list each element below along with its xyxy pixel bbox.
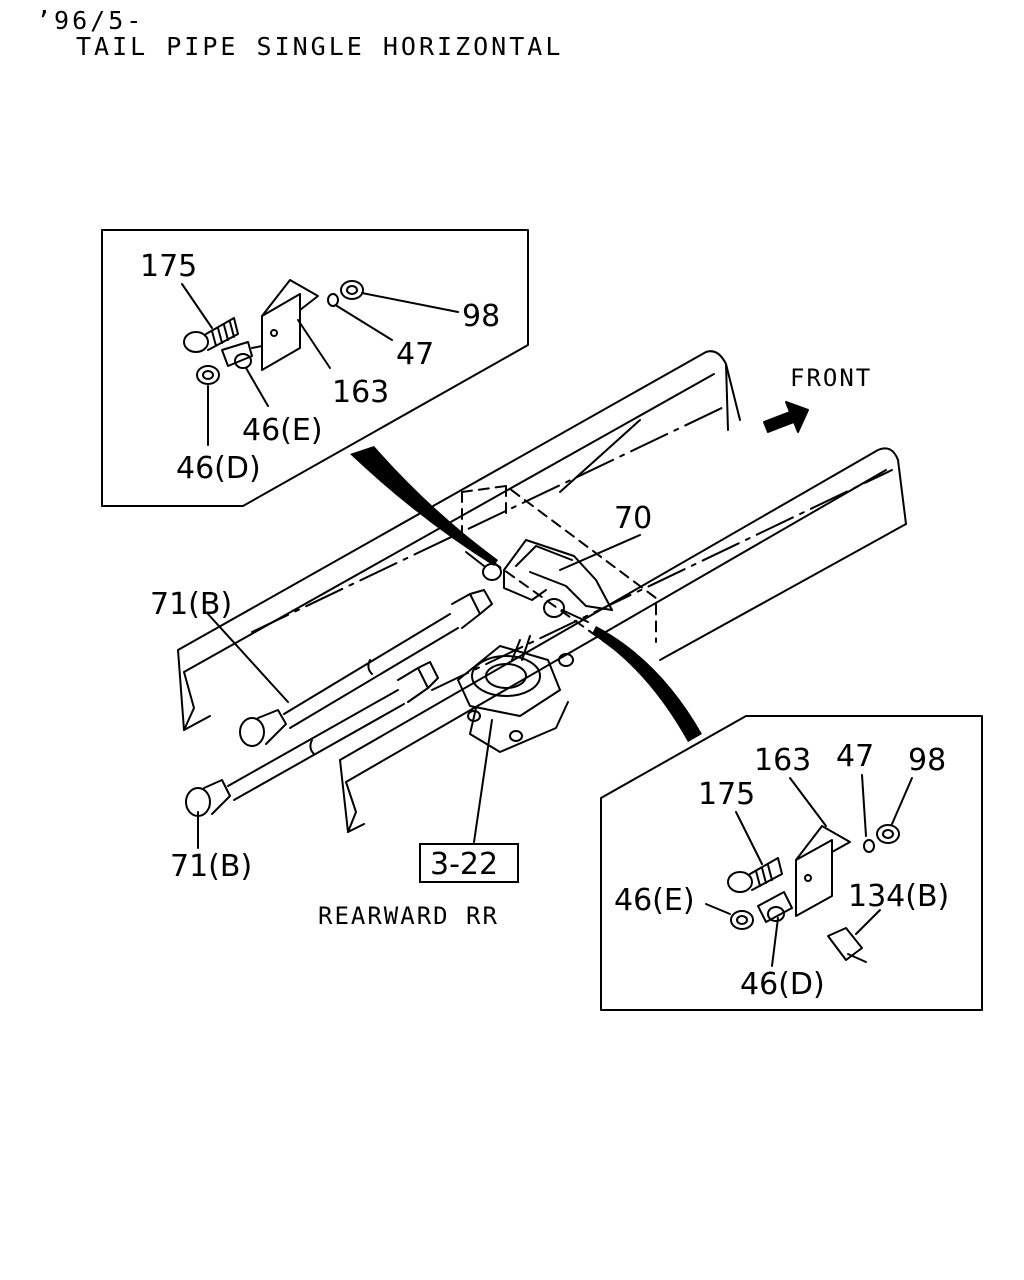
- hose-71b-upper: [239, 589, 493, 747]
- fitting-46e-lower: [730, 910, 754, 930]
- label-47-lower: 47: [836, 739, 874, 774]
- bracket-70: [465, 539, 613, 623]
- bolt-175-lower: [727, 857, 783, 893]
- callout-band-lower: [592, 626, 702, 742]
- label-46d-upper: 46(D): [176, 451, 261, 486]
- bolt-175-upper: [183, 317, 239, 353]
- crossmember-line: [559, 419, 641, 493]
- label-front: FRONT: [790, 364, 872, 392]
- washer-47-upper: [327, 293, 339, 307]
- inset-box-upper: [101, 229, 529, 507]
- label-46e-lower: 46(E): [614, 883, 695, 918]
- fitting-46d-lower: [757, 891, 793, 923]
- front-arrow-icon: [763, 401, 809, 433]
- label-71b-upper: 71(B): [150, 587, 232, 622]
- bracket-163-upper: [261, 279, 319, 371]
- label-175-upper: 175: [140, 249, 197, 284]
- fitting-46d-upper: [196, 365, 220, 385]
- label-71b-lower: 71(B): [170, 849, 252, 884]
- leaders-lower: [705, 774, 913, 967]
- nut-98-lower: [876, 824, 900, 844]
- valve-assembly-3-22: [457, 635, 574, 753]
- label-70: 70: [614, 501, 652, 536]
- label-46d-lower: 46(D): [740, 967, 825, 1002]
- bracket-163-lower: [795, 825, 851, 917]
- frame-rail-lower: [339, 447, 907, 833]
- diagram-title: TAIL PIPE SINGLE HORIZONTAL: [76, 32, 564, 61]
- leaders-upper: [181, 283, 459, 446]
- diagram-date-code: ’96/5-: [36, 6, 145, 35]
- connector-134b: [827, 927, 867, 963]
- label-98-upper: 98: [462, 299, 500, 334]
- fitting-46e-upper: [221, 341, 263, 369]
- label-47-upper: 47: [396, 337, 434, 372]
- inset-box-lower: [600, 715, 983, 1011]
- hose-71b-lower: [185, 661, 439, 817]
- label-rearward: REARWARD RR: [318, 902, 499, 930]
- nut-98-upper: [340, 280, 364, 300]
- label-163-lower: 163: [754, 743, 811, 778]
- label-163-upper: 163: [332, 375, 389, 410]
- callout-band-upper: [350, 446, 498, 566]
- label-ref-3-22: 3-22: [430, 847, 498, 882]
- label-98-lower: 98: [908, 743, 946, 778]
- crossmember-hidden: [461, 485, 657, 651]
- label-134b: 134(B): [848, 879, 949, 914]
- ref-box: [419, 843, 519, 883]
- label-46e-upper: 46(E): [242, 413, 323, 448]
- leaders-main: [197, 534, 641, 849]
- washer-47-lower: [863, 839, 875, 853]
- label-175-lower: 175: [698, 777, 755, 812]
